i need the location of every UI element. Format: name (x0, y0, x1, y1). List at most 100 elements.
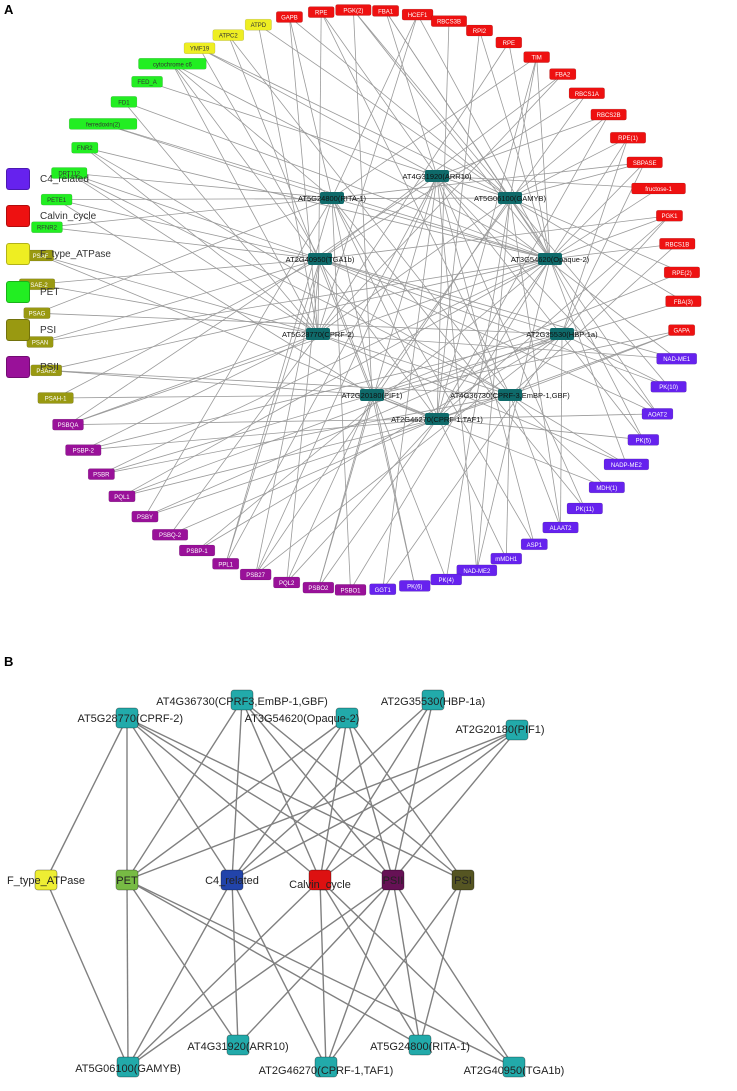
legend-item-calvin: Calvin_cycle (6, 204, 96, 228)
edge-cprf1-c4 (231, 879, 327, 1068)
tf-node-box (360, 389, 384, 401)
gene-node-box (641, 408, 674, 420)
edge-sbpase-rita1 (331, 162, 645, 199)
edge-rpe-2-pif1 (371, 272, 683, 396)
node-label: Calvin_cycle (289, 879, 351, 891)
edge-psbr-pif1 (101, 394, 373, 475)
edge-pgk-2-opaque (353, 9, 551, 260)
edge-rbcs1b-opaque (549, 243, 678, 260)
panel-a-letter: A (4, 2, 14, 17)
gene-node-label: PK(10) (659, 385, 678, 391)
edge-pk-5-arr10 (436, 175, 644, 441)
edge-cprf2-psi (126, 717, 464, 881)
node-opaque: AT3G54620(Opaque-2) (245, 707, 359, 729)
gene-node-box (549, 68, 577, 80)
edge-pete1-gamyb (56, 197, 511, 201)
edge-cprf3-c4 (231, 699, 243, 881)
edge-drt112-cprf3 (69, 172, 511, 396)
gene-node-rbcs3b: RBCS3B (430, 15, 468, 27)
gene-node-pql2: PQL2 (273, 576, 301, 589)
gene-node-box (138, 58, 207, 70)
gene-node-psbp-2: PSBP-2 (65, 444, 102, 456)
gene-node-box (52, 418, 84, 431)
gene-node-box (520, 538, 548, 551)
edge-psah-1-tga1b (55, 258, 321, 399)
gene-node-label: PSAH2 (36, 369, 56, 375)
node-cprf2: AT5G28770(CPRF-2) (77, 707, 183, 729)
edge-pk-11-rita1 (331, 197, 586, 509)
gene-node-fd1: FD1 (110, 96, 138, 108)
node-label: PSI (454, 875, 472, 887)
node-cprf1: AT2G46270(CPRF-1,TAF1) (259, 1056, 393, 1078)
edge-psbp-2-hbp (83, 333, 563, 451)
gene-node-mdh-1: MDH(1) (588, 481, 625, 494)
edge-mdh-1-cprf3 (509, 394, 608, 488)
gene-node-label: PGK1 (661, 214, 678, 220)
edge-asp1-rita1 (331, 197, 535, 545)
edge-rbcs2b-cprf1 (436, 114, 609, 420)
gene-node-label: RBCS1B (665, 242, 689, 248)
gene-node-box (335, 4, 372, 16)
edge-cprf1-psi (325, 879, 464, 1068)
gene-node-gapa: GAPA (668, 324, 696, 336)
tf-node-gamyb: AT5G06100(GAMYB) (474, 192, 546, 204)
edge-psaf-cprf2 (40, 255, 319, 335)
gene-node-label: MDH(1) (596, 486, 617, 492)
gene-node-sbpase: SBPASE (626, 156, 663, 169)
node-box (308, 869, 332, 891)
gene-node-label: RFNR2 (37, 226, 58, 232)
tf-node-label: AT2G35530(HBP-1a) (526, 330, 598, 339)
node-ftype: F_type_ATPase (7, 869, 85, 891)
tf-node-box (538, 253, 562, 265)
edge-pif1-calvin (319, 729, 518, 881)
gene-node-label: FED_A (137, 80, 156, 86)
edge-psbp-2-cprf1 (83, 418, 438, 451)
gene-node-rpe-1: RPE(1) (609, 131, 647, 144)
node-psii: PSII (381, 869, 405, 891)
edge-pk-10-tga1b (319, 258, 669, 388)
gene-node-rpe: RPE (307, 6, 335, 18)
gene-node-label: NAD-ME2 (463, 569, 491, 575)
edge-cprf3-pet (126, 699, 243, 881)
edge-psbo2-pif1 (317, 394, 373, 588)
node-tga1b: AT2G40950(TGA1b) (464, 1056, 564, 1078)
edge-mmdh1-cprf3 (505, 394, 511, 559)
gene-node-atpd: ATPD (244, 18, 272, 31)
gene-node-box (627, 434, 660, 446)
node-label: AT5G28770(CPRF-2) (77, 713, 183, 725)
edge-psbq-2-cprf1 (169, 418, 438, 536)
edge-pk-10-gamyb (509, 197, 669, 387)
node-pet: PET (115, 869, 139, 891)
edge-alaat2-hbp (560, 333, 563, 528)
gene-node-box (430, 573, 462, 586)
gene-node-label: fructose-1 (645, 187, 672, 193)
edge-pk-5-cprf1 (436, 418, 644, 441)
gene-node-label: PK(11) (576, 507, 594, 513)
edge-psag-rita1 (36, 197, 333, 314)
gene-node-nadp-me2: NADP-ME2 (603, 458, 650, 471)
node-label: AT4G31920(ARR10) (187, 1041, 288, 1053)
edge-psbqa-cprf1 (68, 418, 438, 426)
edge-arr10-pet (126, 879, 239, 1046)
gene-node-label: PSBO1 (341, 588, 362, 594)
legend-label: C4_related (40, 173, 89, 185)
edge-psbp-1-hbp (196, 333, 563, 551)
gene-node-box (590, 108, 627, 121)
gene-node-box (87, 468, 115, 480)
node-label: F_type_ATPase (7, 875, 85, 887)
tf-node-box (425, 413, 449, 425)
edge-fba1-gamyb (385, 10, 511, 199)
edge-nad-me2-gamyb (476, 197, 511, 571)
edge-rpe-1-hbp (561, 137, 629, 335)
edge-ferredoxin-2-opaque (102, 123, 551, 260)
edge-fd1-opaque (123, 101, 551, 260)
edge-asp1-arr10 (436, 175, 535, 545)
gene-node-ppl1: PPL1 (212, 558, 240, 570)
legend-label: Calvin_cycle (40, 210, 97, 222)
legend-item-psi: PSI (6, 318, 56, 342)
edge-opaque-calvin (319, 717, 348, 881)
edge-fnr2-opaque (84, 147, 551, 260)
gene-node-rbcs1a: RBCS1A (568, 87, 605, 100)
gene-node-label: PSAN (32, 340, 48, 346)
edge-pql1-hbp (121, 333, 563, 497)
